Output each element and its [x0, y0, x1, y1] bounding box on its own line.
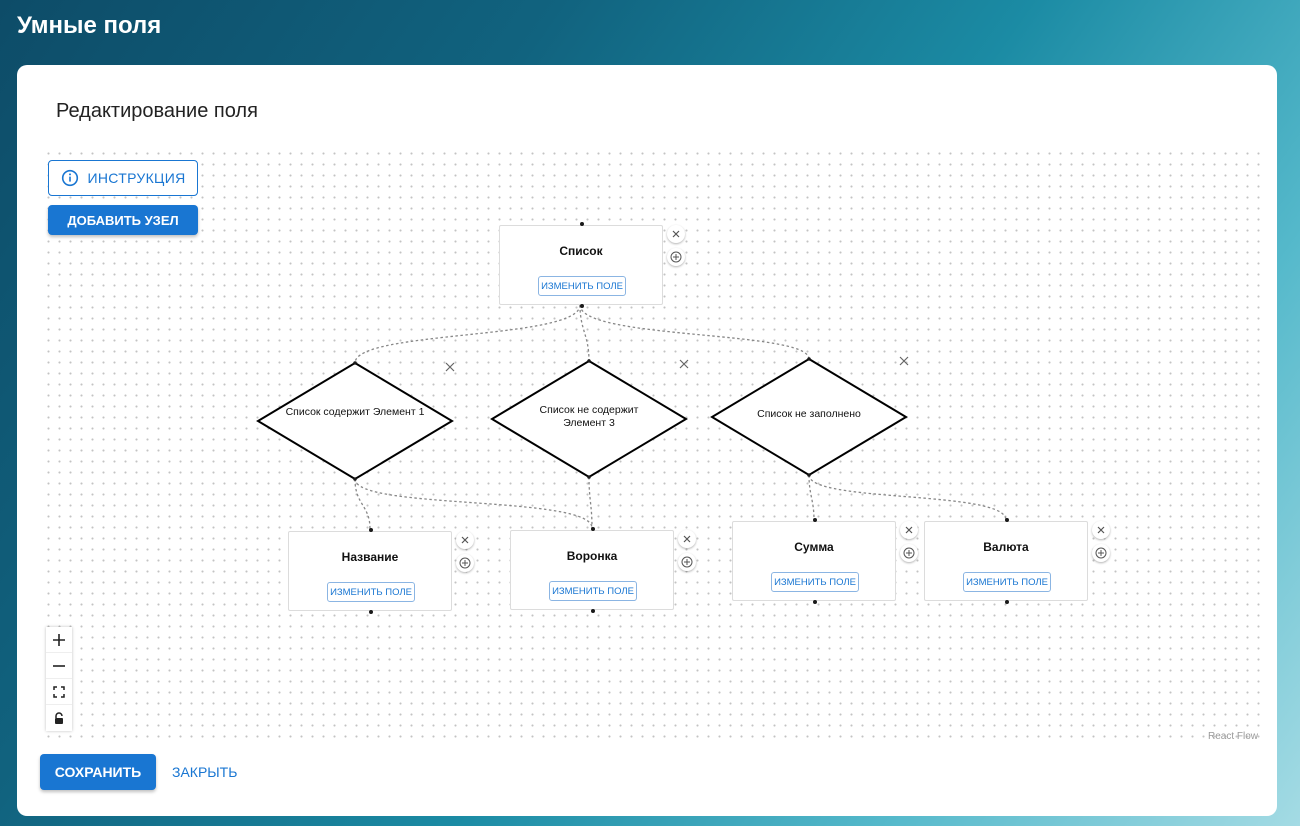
- add-circle-icon[interactable]: [678, 553, 696, 571]
- node-title: Воронка: [566, 549, 618, 563]
- close-icon[interactable]: [667, 225, 685, 243]
- close-icon[interactable]: [900, 521, 918, 539]
- field-node-voronka[interactable]: Воронка ИЗМЕНИТЬ ПОЛЕ: [510, 527, 674, 613]
- node-handle-top[interactable]: [813, 518, 817, 522]
- add-circle-icon[interactable]: [667, 248, 685, 266]
- lock-icon[interactable]: [46, 705, 72, 731]
- flow-controls: [46, 627, 72, 731]
- edit-field-button[interactable]: ИЗМЕНИТЬ ПОЛЕ: [538, 276, 626, 296]
- add-circle-icon[interactable]: [1092, 544, 1110, 562]
- edge-condition-1-to-nazvanie: [354, 478, 371, 530]
- dialog-title: Редактирование поля: [56, 100, 258, 122]
- field-node-summa[interactable]: Сумма ИЗМЕНИТЬ ПОЛЕ: [732, 518, 896, 604]
- edge-root-to-condition-2: [579, 304, 590, 362]
- node-handle-bottom[interactable]: [1005, 600, 1009, 604]
- instruction-label: ИНСТРУКЦИЯ: [87, 170, 186, 186]
- edge-condition-3-to-summa: [808, 474, 815, 521]
- node-handle-bottom[interactable]: [369, 610, 373, 614]
- flow-edges: [256, 304, 1007, 530]
- edit-field-button[interactable]: ИЗМЕНИТЬ ПОЛЕ: [963, 572, 1051, 592]
- edge-condition-2-to-voronka: [588, 476, 593, 529]
- zoom-in-icon[interactable]: [46, 627, 72, 653]
- close-icon[interactable]: [1092, 521, 1110, 539]
- add-node-button[interactable]: ДОБАВИТЬ УЗЕЛ: [48, 205, 198, 235]
- root-node-spisok[interactable]: Список ИЗМЕНИТЬ ПОЛЕ: [499, 222, 663, 308]
- edge-condition-1-to-voronka: [354, 478, 593, 529]
- react-flow-attribution[interactable]: React Flow: [1207, 731, 1258, 742]
- node-handle-bottom[interactable]: [591, 609, 595, 613]
- close-icon[interactable]: [456, 531, 474, 549]
- node-handle-bottom[interactable]: [580, 304, 584, 308]
- node-handle-top[interactable]: [369, 528, 373, 532]
- close-icon[interactable]: [899, 356, 909, 366]
- add-circle-icon[interactable]: [900, 544, 918, 562]
- page-title: Умные поля: [17, 12, 162, 39]
- node-title: Список: [559, 244, 603, 258]
- info-icon: [61, 169, 78, 187]
- node-title: Сумма: [794, 540, 834, 554]
- field-node-nazvanie[interactable]: Название ИЗМЕНИТЬ ПОЛЕ: [288, 528, 452, 614]
- add-circle-icon[interactable]: [456, 554, 474, 572]
- node-handle-top[interactable]: [580, 222, 584, 226]
- flow-canvas[interactable]: ИНСТРУКЦИЯ ДОБАВИТЬ УЗЕЛ Список ИЗМЕНИТЬ…: [40, 145, 1262, 745]
- close-button[interactable]: ЗАКРЫТЬ: [172, 764, 238, 780]
- node-handle-top[interactable]: [591, 527, 595, 531]
- node-handle-bottom[interactable]: [813, 600, 817, 604]
- edit-field-button[interactable]: ИЗМЕНИТЬ ПОЛЕ: [549, 581, 637, 601]
- condition-label-2: Список не содержит Элемент 3: [539, 404, 639, 430]
- edit-field-button[interactable]: ИЗМЕНИТЬ ПОЛЕ: [771, 572, 859, 592]
- instruction-button[interactable]: ИНСТРУКЦИЯ: [48, 160, 198, 196]
- edge-root-to-condition-1: [354, 304, 581, 364]
- condition-diamond-1[interactable]: [256, 361, 454, 481]
- node-title: Название: [341, 550, 399, 564]
- field-node-valyuta[interactable]: Валюта ИЗМЕНИТЬ ПОЛЕ: [924, 518, 1088, 604]
- edit-field-dialog: Редактирование поля: [17, 65, 1277, 816]
- condition-label-3: Список не заполнено: [757, 408, 861, 420]
- fit-view-icon[interactable]: [46, 679, 72, 705]
- edge-condition-3-to-valyuta: [808, 474, 1007, 521]
- zoom-out-icon[interactable]: [46, 653, 72, 679]
- save-button[interactable]: СОХРАНИТЬ: [40, 754, 156, 790]
- condition-label-1: Список содержит Элемент 1: [285, 406, 425, 418]
- close-icon[interactable]: [445, 362, 455, 372]
- edit-field-button[interactable]: ИЗМЕНИТЬ ПОЛЕ: [327, 582, 415, 602]
- edge-root-to-condition-3: [579, 304, 810, 360]
- close-icon[interactable]: [678, 530, 696, 548]
- close-icon[interactable]: [679, 359, 689, 369]
- node-title: Валюта: [983, 540, 1029, 554]
- node-handle-top[interactable]: [1005, 518, 1009, 522]
